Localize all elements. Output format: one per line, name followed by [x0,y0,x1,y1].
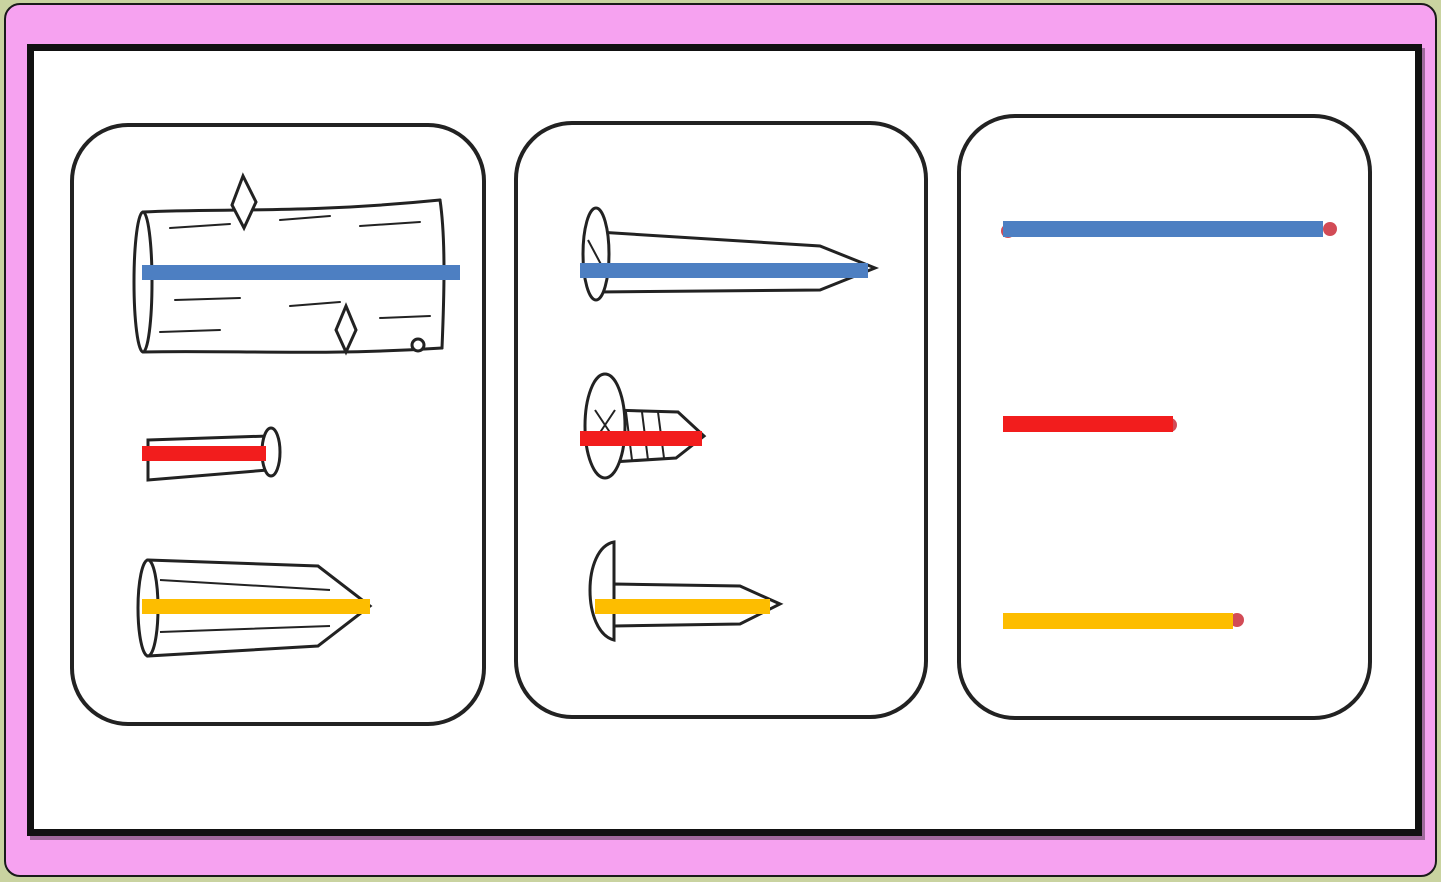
panel-length-lines [957,114,1372,720]
panel-fasteners [514,121,928,719]
panel-wood-objects [70,123,486,726]
